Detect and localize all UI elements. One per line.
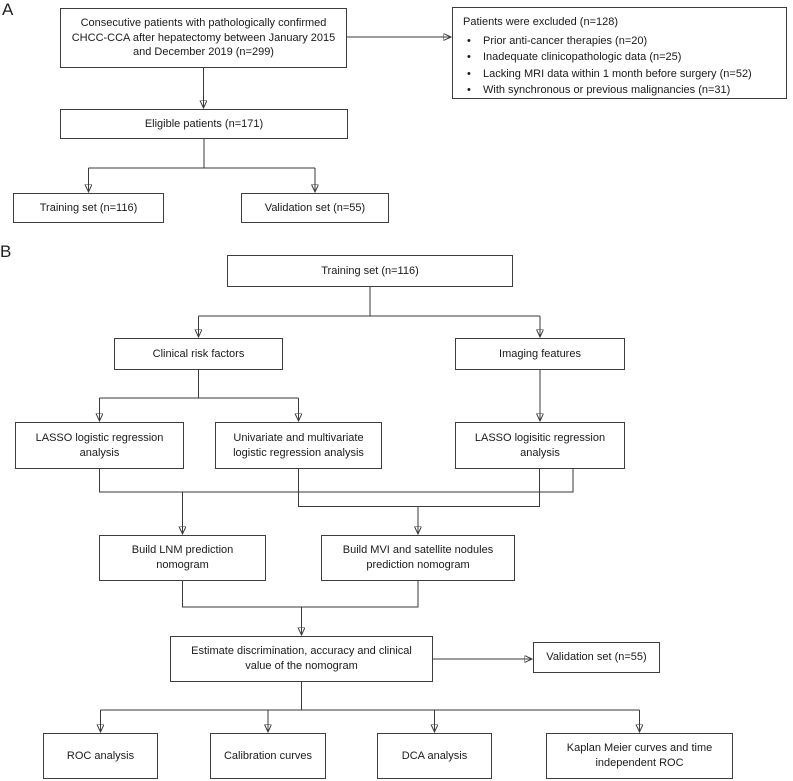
excluded-item-text: Inadequate clinicopathologic data (n=25) <box>483 51 682 64</box>
bullet-icon: • <box>467 34 471 47</box>
box-build-mvi-nomogram: Build MVI and satellite nodules predicti… <box>321 535 515 581</box>
excluded-item-text: Prior anti-cancer therapies (n=20) <box>483 34 648 47</box>
flow-line <box>298 469 540 507</box>
box-training-set-b: Training set (n=116) <box>227 255 513 287</box>
excluded-title: Patients were excluded (n=128) <box>463 16 619 28</box>
box-eligible-patients: Eligible patients (n=171) <box>60 109 348 139</box>
box-imaging-features: Imaging features <box>455 338 625 370</box>
flow-line <box>182 581 419 608</box>
box-kaplan-meier: Kaplan Meier curves and time independent… <box>546 733 733 779</box>
excluded-item: • With synchronous or previous malignanc… <box>463 83 730 98</box>
excluded-item: • Lacking MRI data within 1 month before… <box>463 67 752 82</box>
bullet-icon: • <box>467 84 471 97</box>
box-build-lnm-nomogram: Build LNM prediction nomogram <box>99 535 266 581</box>
bullet-icon: • <box>467 67 471 80</box>
box-roc-analysis: ROC analysis <box>43 733 158 779</box>
panel-a-connectors <box>89 37 452 192</box>
box-dca-analysis: DCA analysis <box>377 733 492 779</box>
box-clinical-risk-factors: Clinical risk factors <box>114 338 283 370</box>
panel-a-label: A <box>2 0 14 19</box>
panel-b-label: B <box>0 242 12 261</box>
box-validation-set-a: Validation set (n=55) <box>241 193 389 223</box>
box-calibration-curves: Calibration curves <box>210 733 326 779</box>
flow-line <box>99 469 574 493</box>
box-consecutive-patients: Consecutive patients with pathologically… <box>60 8 347 68</box>
box-lasso-clinical: LASSO logistic regression analysis <box>15 422 184 469</box>
excluded-item: • Inadequate clinicopathologic data (n=2… <box>463 50 681 65</box>
excluded-item: • Prior anti-cancer therapies (n=20) <box>463 34 647 49</box>
box-training-set-a: Training set (n=116) <box>13 193 164 223</box>
box-lasso-imaging: LASSO logisitic regression analysis <box>455 422 625 469</box>
bullet-icon: • <box>467 51 471 64</box>
box-patients-excluded: Patients were excluded (n=128) • Prior a… <box>452 7 787 99</box>
excluded-item-text: With synchronous or previous malignancie… <box>483 84 731 97</box>
box-univariate-multivariate: Univariate and multivariate logistic reg… <box>215 422 382 469</box>
panel-b-connectors <box>100 287 640 732</box>
excluded-item-text: Lacking MRI data within 1 month before s… <box>483 67 752 80</box>
box-estimate-nomogram: Estimate discrimination, accuracy and cl… <box>170 636 433 682</box>
box-validation-set-b: Validation set (n=55) <box>533 642 660 673</box>
